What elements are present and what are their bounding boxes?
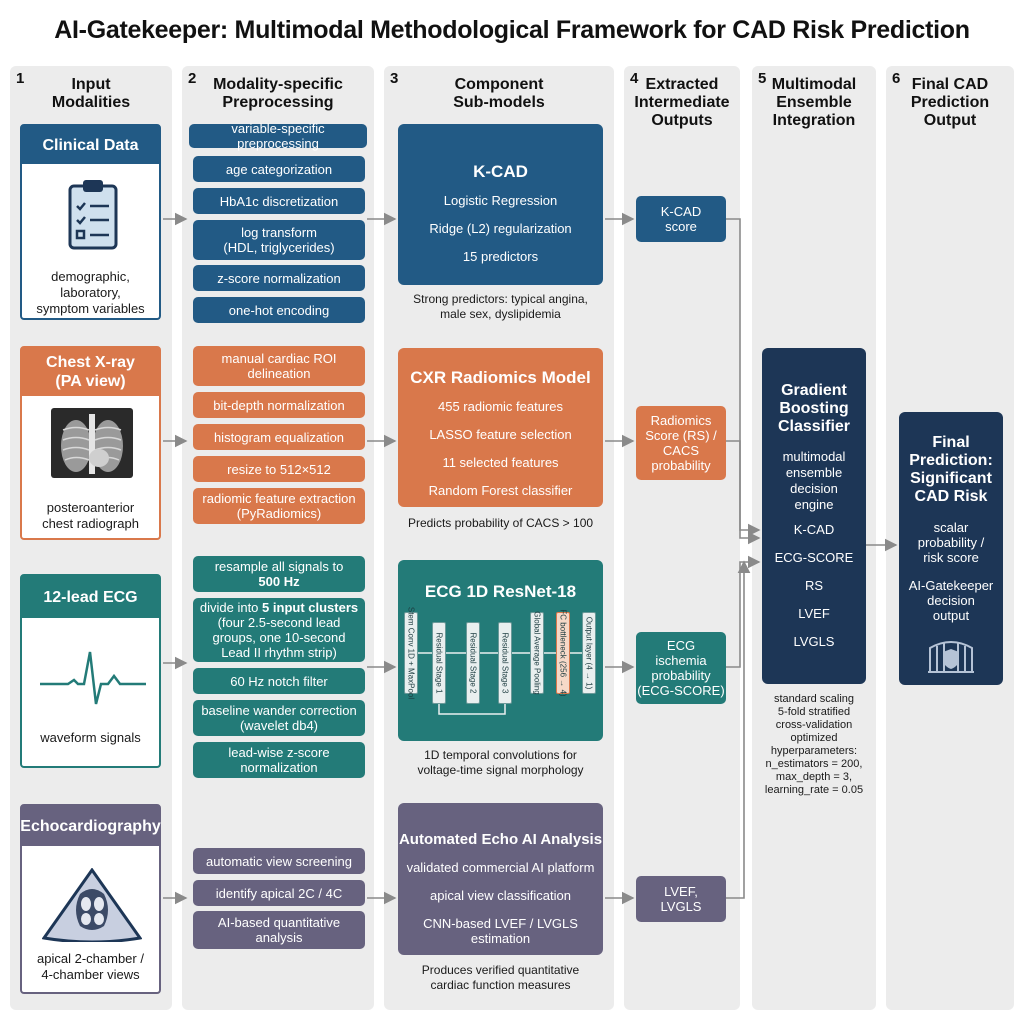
- ensemble-title: Gradient Boosting Classifier: [762, 382, 866, 436]
- column-heading: Extracted Intermediate Outputs: [624, 76, 740, 130]
- prep-clinical-variable-specific: variable-specific preprocessing: [189, 124, 367, 148]
- input-xray-card: Chest X-ray (PA view) posteroanterior ch…: [20, 346, 161, 540]
- input-echo-title: Echocardiography: [22, 806, 159, 846]
- ensemble-input: LVEF: [762, 606, 866, 621]
- model-ecg-caption: 1D temporal convolutions for voltage-tim…: [388, 748, 613, 778]
- output-kcad-score: K-CAD score: [636, 196, 726, 242]
- input-echo-desc: apical 2-chamber / 4-chamber views: [22, 951, 159, 983]
- column-heading: Modality-specific Preprocessing: [182, 76, 374, 112]
- model-cxr-line: LASSO feature selection: [398, 427, 603, 442]
- model-kcad-line: Ridge (L2) regularization: [398, 221, 603, 236]
- model-kcad-line: 15 predictors: [398, 249, 603, 264]
- model-echo-line: validated commercial AI platform: [398, 860, 603, 875]
- model-cxr: CXR Radiomics Model 455 radiomic feature…: [398, 348, 603, 507]
- ensemble-input: RS: [762, 578, 866, 593]
- model-echo: Automated Echo AI Analysis validated com…: [398, 803, 603, 955]
- gate-shield-icon: [927, 634, 975, 674]
- prep-ecg-divide-text: divide into: [200, 600, 259, 615]
- resnet-connections: [398, 560, 603, 741]
- ensemble-input: LVGLS: [762, 634, 866, 649]
- ecg-waveform-icon: [40, 646, 146, 710]
- model-cxr-title: CXR Radiomics Model: [398, 368, 603, 388]
- prep-ecg-divide: divide into 5 input clusters (four 2.5-s…: [193, 598, 365, 662]
- input-ecg-card: 12-lead ECG waveform signals: [20, 574, 161, 768]
- ensemble-input: K-CAD: [762, 522, 866, 537]
- ensemble-input: ECG-SCORE: [762, 550, 866, 565]
- prep-xray-histogram: histogram equalization: [193, 424, 365, 450]
- prep-ecg-resample: resample all signals to 500 Hz: [193, 556, 365, 592]
- final-title: Final Prediction: Significant CAD Risk: [899, 434, 1003, 506]
- input-xray-desc: posteroanterior chest radiograph: [22, 500, 159, 532]
- output-radiomics-score: Radiomics Score (RS) / CACS probability: [636, 406, 726, 480]
- model-cxr-caption: Predicts probability of CACS > 100: [388, 516, 613, 531]
- prep-clinical-onehot: one-hot encoding: [193, 297, 365, 323]
- prep-ecg-baseline: baseline wander correction (wavelet db4): [193, 700, 365, 736]
- model-cxr-line: Random Forest classifier: [398, 483, 603, 498]
- input-clinical-card: Clinical Data demographic, laboratory, s…: [20, 124, 161, 320]
- output-ecg-score: ECG ischemia probability (ECG-SCORE): [636, 632, 726, 704]
- model-kcad-title: K-CAD: [398, 162, 603, 182]
- model-cxr-line: 11 selected features: [398, 455, 603, 470]
- prep-clinical-zscore: z-score normalization: [193, 265, 365, 291]
- input-xray-title: Chest X-ray (PA view): [22, 348, 159, 396]
- prep-ecg-resample-text: resample all signals to: [215, 559, 344, 574]
- column-heading: Multimodal Ensemble Integration: [752, 76, 876, 130]
- xray-icon: [51, 408, 133, 478]
- prep-clinical-age: age categorization: [193, 156, 365, 182]
- prep-xray-bitdepth: bit-depth normalization: [193, 392, 365, 418]
- model-echo-line: CNN-based LVEF / LVGLS estimation: [398, 916, 603, 946]
- output-lvef-lvgls: LVEF, LVGLS: [636, 876, 726, 922]
- model-kcad: K-CAD Logistic Regression Ridge (L2) reg…: [398, 124, 603, 285]
- model-echo-line: apical view classification: [398, 888, 603, 903]
- prep-xray-radiomic: radiomic feature extraction (PyRadiomics…: [193, 488, 365, 524]
- model-kcad-line: Logistic Regression: [398, 193, 603, 208]
- prep-clinical-log: log transform (HDL, triglycerides): [193, 220, 365, 260]
- model-echo-title: Automated Echo AI Analysis: [398, 831, 603, 848]
- column-heading: Input Modalities: [10, 76, 172, 112]
- prep-ecg-zscore: lead-wise z-score normalization: [193, 742, 365, 778]
- model-ecg: ECG 1D ResNet-18 Stem Conv 1D + MaxPool …: [398, 560, 603, 741]
- prep-xray-resize: resize to 512×512: [193, 456, 365, 482]
- model-cxr-line: 455 radiomic features: [398, 399, 603, 414]
- column-heading: Final CAD Prediction Output: [886, 76, 1014, 130]
- model-kcad-caption: Strong predictors: typical angina, male …: [388, 292, 613, 322]
- prep-echo-identify-apical: identify apical 2C / 4C: [193, 880, 365, 906]
- prep-ecg-notch: 60 Hz notch filter: [193, 668, 365, 694]
- column-heading: Component Sub-models: [384, 76, 614, 112]
- ensemble-subtitle: multimodal ensemble decision engine: [762, 449, 866, 513]
- input-clinical-title: Clinical Data: [22, 126, 159, 164]
- heart-ultrasound-icon: [42, 868, 142, 942]
- page-title: AI-Gatekeeper: Multimodal Methodological…: [0, 16, 1024, 45]
- input-ecg-title: 12-lead ECG: [22, 576, 159, 618]
- input-echo-card: Echocardiography apical 2-chamber / 4-ch…: [20, 804, 161, 994]
- prep-xray-roi: manual cardiac ROI delineation: [193, 346, 365, 386]
- input-ecg-desc: waveform signals: [22, 730, 159, 746]
- final-desc: scalar probability / risk score: [899, 520, 1003, 565]
- model-echo-caption: Produces verified quantitative cardiac f…: [388, 963, 613, 993]
- clipboard-icon: [66, 178, 120, 250]
- ensemble-notes: standard scaling 5-fold stratified cross…: [752, 693, 876, 797]
- prep-ecg-divide-line: divide into 5 input clusters: [200, 600, 358, 615]
- prep-echo-view-screening: automatic view screening: [193, 848, 365, 874]
- ensemble-gradient-boosting: Gradient Boosting Classifier multimodal …: [762, 348, 866, 684]
- final-prediction: Final Prediction: Significant CAD Risk s…: [899, 412, 1003, 685]
- input-clinical-desc: demographic, laboratory, symptom variabl…: [22, 269, 159, 317]
- prep-echo-quantitative: AI-based quantitative analysis: [193, 911, 365, 949]
- final-label: AI-Gatekeeper decision output: [899, 578, 1003, 623]
- prep-ecg-resample-rate: 500 Hz: [258, 574, 299, 589]
- prep-ecg-divide-clusters: 5 input clusters: [262, 600, 358, 615]
- prep-clinical-hba1c: HbA1c discretization: [193, 188, 365, 214]
- prep-ecg-divide-detail: (four 2.5-second lead groups, one 10-sec…: [213, 615, 346, 660]
